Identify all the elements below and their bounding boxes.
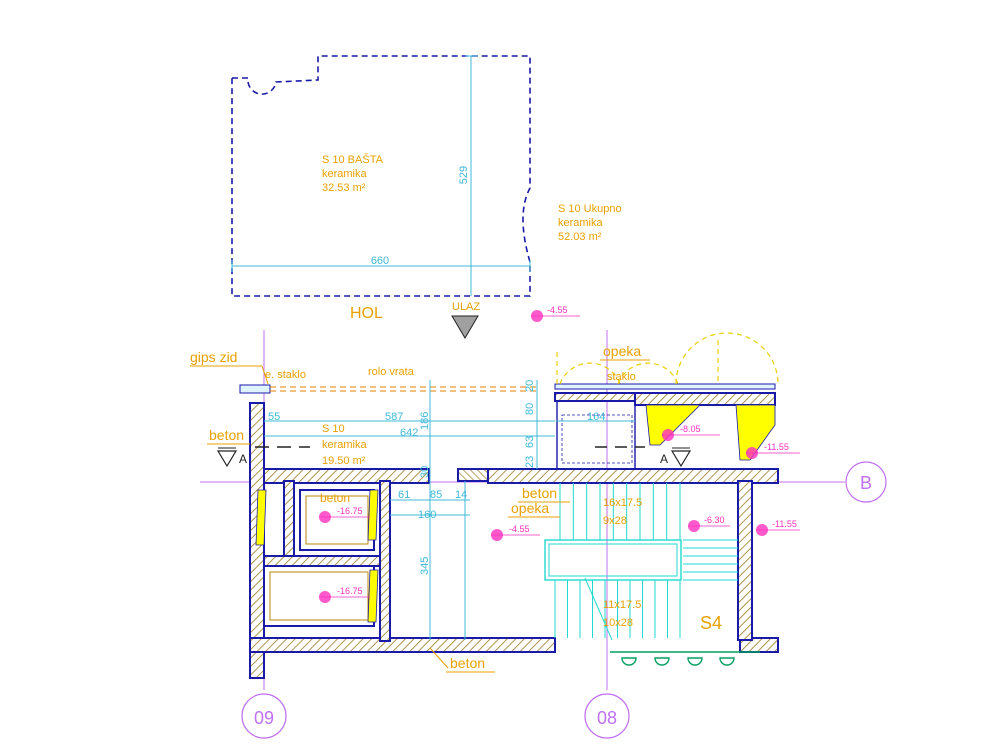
room-ukupno-name: S 10 Ukupno <box>558 203 622 215</box>
dim-label-529: 529 <box>458 166 470 184</box>
level-label: -16.75 <box>337 506 363 516</box>
stair-treads-right <box>683 539 738 581</box>
dim-20: 20 <box>524 380 536 392</box>
glass-strip <box>239 383 776 394</box>
level-label: -4.55 <box>509 524 530 534</box>
label-opeka-right: opeka <box>511 500 549 516</box>
room-ukupno-material: keramika <box>558 217 604 229</box>
axis-bubble-08: 08 <box>584 693 630 739</box>
stair1-risers: 16x17.5 <box>603 497 642 509</box>
room-basta-name: S 10 BAŠTA <box>322 153 384 166</box>
dim-14: 14 <box>455 489 467 501</box>
room-s10-material: keramika <box>322 439 368 451</box>
ulaz-label: ULAZ <box>452 301 480 313</box>
dim-164: 164 <box>587 411 605 423</box>
level-marker: -6.30 <box>688 515 730 532</box>
level-label: -6.30 <box>704 515 725 525</box>
dim-label-660: 660 <box>371 255 389 267</box>
dim-642: 642 <box>400 427 418 439</box>
level-label: -16.75 <box>337 586 363 596</box>
section-marker-left: A <box>216 446 310 468</box>
axis-bubble-09: 09 <box>241 693 287 739</box>
room-s10-name: S 10 <box>322 423 345 435</box>
section-a-right: A <box>660 452 668 466</box>
label-beton-right: beton <box>522 485 557 501</box>
room-basta-area: 32.53 m² <box>322 182 366 194</box>
axis-08-label: 08 <box>597 708 617 728</box>
label-gips-zid: gips zid <box>190 349 237 365</box>
label-opeka-top: opeka <box>603 343 641 359</box>
label-beton-left: beton <box>209 427 244 443</box>
hol-label: HOL <box>350 305 383 322</box>
room-ukupno-area: 52.03 m² <box>558 231 602 243</box>
level-marker: -11.55 <box>746 442 800 459</box>
level-label: -11.55 <box>772 519 797 529</box>
dim-587: 587 <box>385 411 403 423</box>
concrete-box-2 <box>263 565 375 627</box>
label-beton-inner: beton <box>320 491 350 505</box>
label-rolo-vrata: rolo vrata <box>368 366 415 378</box>
dim-23: 23 <box>524 456 536 468</box>
section-a-left: A <box>239 452 247 466</box>
dim-55: 55 <box>268 411 280 423</box>
level-marker: -8.05 <box>662 424 720 441</box>
room-s10-area: 19.50 m² <box>322 455 366 467</box>
axis-bubble-b: B <box>845 461 887 503</box>
section-marker-right: A <box>595 446 692 468</box>
stair2-treads: 10x28 <box>603 617 633 629</box>
dashed-arcs <box>556 332 779 385</box>
dim-160: 160 <box>418 509 436 521</box>
dimension-660: 660 <box>231 255 531 272</box>
axis-09-label: 09 <box>254 708 274 728</box>
dim-80: 80 <box>524 403 536 415</box>
label-beton-bottom: beton <box>450 655 485 671</box>
fixture-row <box>610 651 760 666</box>
dim-345: 345 <box>419 557 431 575</box>
label-staklo: staklo <box>607 371 636 383</box>
label-e-staklo: e. staklo <box>265 369 306 381</box>
small-room <box>556 400 636 470</box>
space-s4-label: S4 <box>700 613 722 633</box>
garden-outline <box>231 55 531 297</box>
axis-b-label: B <box>860 473 872 493</box>
level-marker: -4.55 <box>531 305 580 322</box>
level-marker: -11.55 <box>756 519 800 536</box>
dimension-lines <box>264 380 635 640</box>
yellow-fills <box>255 404 776 623</box>
dim-63: 63 <box>524 436 536 448</box>
stair-treads-bottom <box>554 580 681 638</box>
dim-61: 61 <box>398 489 410 501</box>
level-label: -4.55 <box>547 305 568 315</box>
dimension-529: 529 <box>458 55 477 296</box>
labels: gips zid e. staklo rolo vrata opeka stak… <box>190 343 650 673</box>
level-marker: -16.75 <box>319 506 370 523</box>
dim-186: 186 <box>419 412 431 430</box>
stairs <box>544 539 682 581</box>
entrance-triangle-icon <box>451 315 479 339</box>
level-marker: -4.55 <box>491 524 540 541</box>
stair-arrow-line <box>584 577 613 641</box>
dim-85: 85 <box>430 489 442 501</box>
room-basta-material: keramika <box>322 168 368 180</box>
level-label: -11.55 <box>764 442 789 452</box>
level-marker: -16.75 <box>319 586 370 603</box>
stair1-treads: 9x28 <box>603 515 627 527</box>
level-label: -8.05 <box>680 424 701 434</box>
stair-treads-top <box>559 483 681 540</box>
stair2-risers: 11x17.5 <box>603 599 641 611</box>
dim-30: 30 <box>419 466 431 478</box>
